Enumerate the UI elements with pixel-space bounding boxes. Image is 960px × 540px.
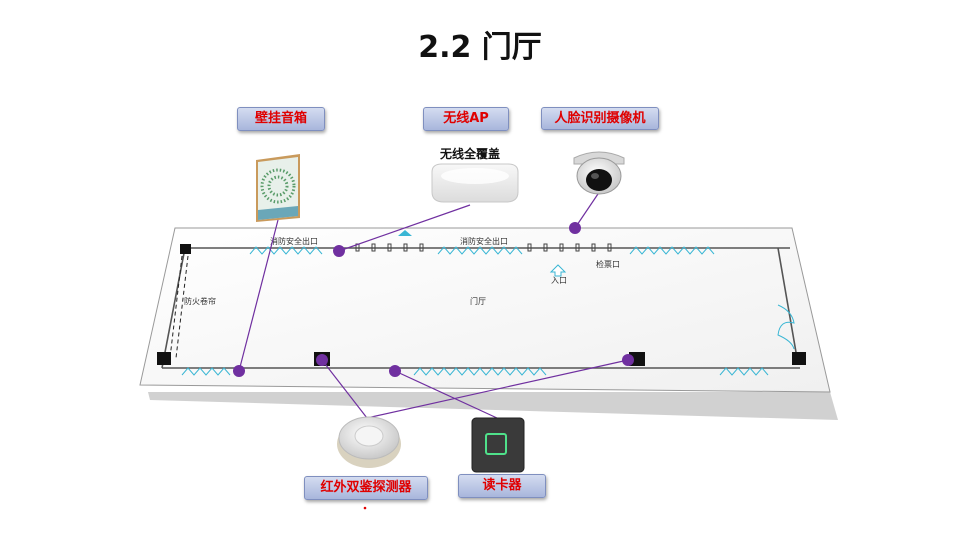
plan-label-exit-mid: 消防安全出口: [460, 236, 508, 246]
dome-camera-icon: [573, 151, 625, 195]
wall-speaker-icon: [256, 154, 300, 222]
marker-camera: [569, 222, 581, 234]
tag-infrared-detector: 红外双鉴探测器: [304, 476, 428, 500]
entrance-arrow-icon: [549, 264, 567, 277]
walls: [161, 247, 800, 369]
plan-label-hall: 门厅: [470, 296, 486, 306]
floor-slab-shadow: [148, 392, 838, 420]
wifi-caption: 无线全覆盖: [440, 147, 501, 161]
top-arrow-icon: [398, 230, 412, 236]
tag-card-reader: 读卡器: [458, 474, 546, 498]
page-title: 2.2 门厅: [418, 30, 542, 65]
tag-wireless-ap: 无线AP: [423, 107, 509, 131]
tag-face-camera: 人脸识别摄像机: [541, 107, 659, 130]
wireless-ap-icon: [431, 163, 519, 203]
turnstiles: [355, 243, 612, 252]
red-dot: [363, 506, 367, 510]
tag-wall-speaker: 壁挂音箱: [237, 107, 325, 131]
marker-speaker: [233, 365, 245, 377]
card-reader-icon: [471, 417, 525, 473]
stair-rails: [169, 255, 189, 359]
marker-wifi: [333, 245, 345, 257]
plan-label-stairs: 防火卷帘: [184, 296, 216, 306]
marker-reader: [389, 365, 401, 377]
marker-detector-right: [622, 354, 634, 366]
windows: [181, 246, 795, 376]
plan-label-check: 检票口: [596, 259, 620, 269]
plan-label-entrance: 入口: [551, 276, 567, 285]
connector-lines: [238, 187, 629, 419]
marker-detector-left: [316, 354, 328, 366]
device-markers: [233, 222, 634, 377]
floor-slab: [139, 227, 831, 393]
plan-label-exit-left: 消防安全出口: [270, 236, 318, 246]
infrared-detector-icon: [337, 416, 401, 468]
